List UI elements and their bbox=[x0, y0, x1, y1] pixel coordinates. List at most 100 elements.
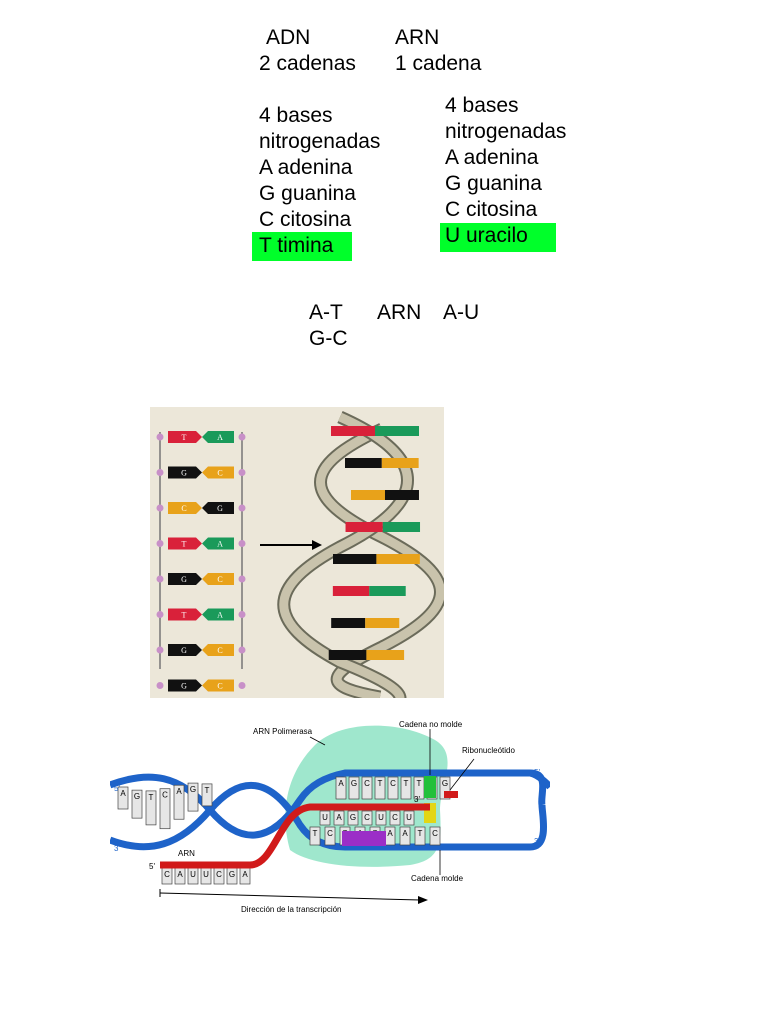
helix-rung bbox=[331, 426, 419, 436]
ladder-base-letter: C bbox=[217, 575, 222, 584]
svg-text:A: A bbox=[176, 787, 182, 796]
ladder-base-left bbox=[168, 537, 202, 550]
arn-chains: 1 cadena bbox=[395, 52, 482, 75]
top-strand-base: T bbox=[400, 776, 412, 800]
bottom-strand-base: T bbox=[414, 826, 426, 846]
label-cadena-molde: Cadena molde bbox=[411, 874, 464, 883]
helix-rung bbox=[345, 522, 421, 532]
ladder-base-letter: C bbox=[181, 504, 186, 513]
rna-inner-base: U bbox=[403, 810, 415, 826]
label-5-prime-rna: 5' bbox=[149, 862, 155, 871]
transcription-bases: AGCTCTTAGTCGAGAATCUAGCUCUCAUUCGAAGTCAGT bbox=[117, 776, 451, 885]
ladder-base-right bbox=[202, 679, 234, 692]
ribonucleotide-marker bbox=[444, 791, 458, 798]
svg-text:T: T bbox=[313, 829, 318, 838]
svg-text:T: T bbox=[149, 793, 154, 802]
rna-inner-base: G bbox=[347, 810, 359, 826]
label-cadena-no-molde: Cadena no molde bbox=[399, 720, 463, 729]
ladder-base-right bbox=[202, 644, 234, 656]
transcription-figure: AGCTCTTAGTCGAGAATCUAGCUCUCAUUCGAAGTCAGT … bbox=[108, 715, 553, 915]
svg-text:T: T bbox=[417, 779, 422, 788]
svg-text:G: G bbox=[190, 785, 196, 794]
ladder-base-letter: A bbox=[217, 540, 223, 549]
svg-text:G: G bbox=[442, 779, 448, 788]
svg-text:C: C bbox=[216, 870, 222, 879]
ladder-base-letter: G bbox=[181, 575, 187, 584]
rna-strand-base: A bbox=[239, 867, 251, 885]
rna-strand-base: U bbox=[200, 867, 212, 885]
template-segment-highlight bbox=[342, 831, 386, 846]
arn-bases-line2: nitrogenadas bbox=[445, 120, 567, 143]
ladder-base-right bbox=[202, 537, 234, 550]
adn-bases-line2: nitrogenadas bbox=[259, 130, 381, 153]
arn-base-a: A adenina bbox=[445, 146, 539, 169]
ladder-base-right bbox=[202, 431, 234, 443]
svg-text:G: G bbox=[229, 870, 235, 879]
rna-inner-base: A bbox=[333, 810, 345, 826]
label-arn-polimerasa: ARN Polimerasa bbox=[253, 727, 313, 736]
helix-rung bbox=[331, 618, 400, 628]
highlight-uracilo bbox=[440, 223, 556, 252]
bottom-strand-base: C bbox=[429, 826, 441, 846]
ladder-base-letter: G bbox=[181, 682, 187, 691]
ladder-base-right bbox=[202, 608, 234, 621]
top-strand-base: T bbox=[374, 776, 386, 800]
svg-text:A: A bbox=[120, 789, 126, 798]
ladder-base-letter: T bbox=[182, 611, 187, 620]
ladder-base-letter: G bbox=[181, 469, 187, 478]
label-5-prime-left: 5' bbox=[114, 784, 120, 793]
ladder-base-letter: C bbox=[217, 682, 222, 691]
rna-strand-base: U bbox=[187, 867, 199, 885]
direction-arrow-icon bbox=[418, 896, 428, 904]
svg-text:C: C bbox=[164, 870, 170, 879]
ladder-base-left bbox=[168, 608, 202, 621]
svg-text:C: C bbox=[327, 829, 333, 838]
ladder-base-right bbox=[202, 573, 234, 585]
svg-text:U: U bbox=[406, 813, 412, 822]
adn-chains: 2 cadenas bbox=[259, 52, 356, 75]
rna-strand-base: A bbox=[174, 867, 186, 885]
rna-inner-base: C bbox=[361, 810, 373, 826]
ladder-base-right bbox=[202, 466, 234, 479]
bottom-strand-base: A bbox=[399, 826, 411, 846]
svg-text:G: G bbox=[351, 779, 357, 788]
top-strand-base: G bbox=[348, 776, 360, 800]
arn-pair-label: ARN bbox=[377, 301, 422, 324]
arn-header: ARN bbox=[395, 26, 440, 49]
rna-strand bbox=[160, 803, 430, 869]
helix-rung bbox=[332, 554, 420, 564]
top-strand-base: G bbox=[439, 776, 451, 800]
arn-base-u: U uracilo bbox=[445, 224, 528, 247]
top-strand-base: C bbox=[361, 776, 373, 800]
label-3-prime-left: 3' bbox=[114, 844, 120, 853]
svg-text:C: C bbox=[392, 813, 398, 822]
svg-text:C: C bbox=[364, 813, 370, 822]
ladder-base-letter: C bbox=[217, 646, 222, 655]
top-strand-base: C bbox=[387, 776, 399, 800]
svg-text:T: T bbox=[418, 829, 423, 838]
svg-text:U: U bbox=[322, 813, 328, 822]
arn-bases-line1: 4 bases bbox=[445, 94, 519, 117]
rna-inner-base: U bbox=[319, 810, 331, 826]
label-arn: ARN bbox=[178, 849, 195, 858]
adn-base-c: C citosina bbox=[259, 208, 352, 231]
rna-inner-base: C bbox=[389, 810, 401, 826]
ladder-base-right bbox=[202, 502, 234, 514]
label-direccion: Dirección de la transcripción bbox=[241, 905, 342, 914]
ladder-base-letter: G bbox=[217, 504, 223, 513]
dna-helix bbox=[277, 411, 447, 704]
left-helix-base: A bbox=[117, 786, 129, 810]
bottom-strand-base: T bbox=[309, 826, 321, 846]
ladder-base-letter: T bbox=[182, 540, 187, 549]
left-helix-base: T bbox=[201, 783, 213, 807]
